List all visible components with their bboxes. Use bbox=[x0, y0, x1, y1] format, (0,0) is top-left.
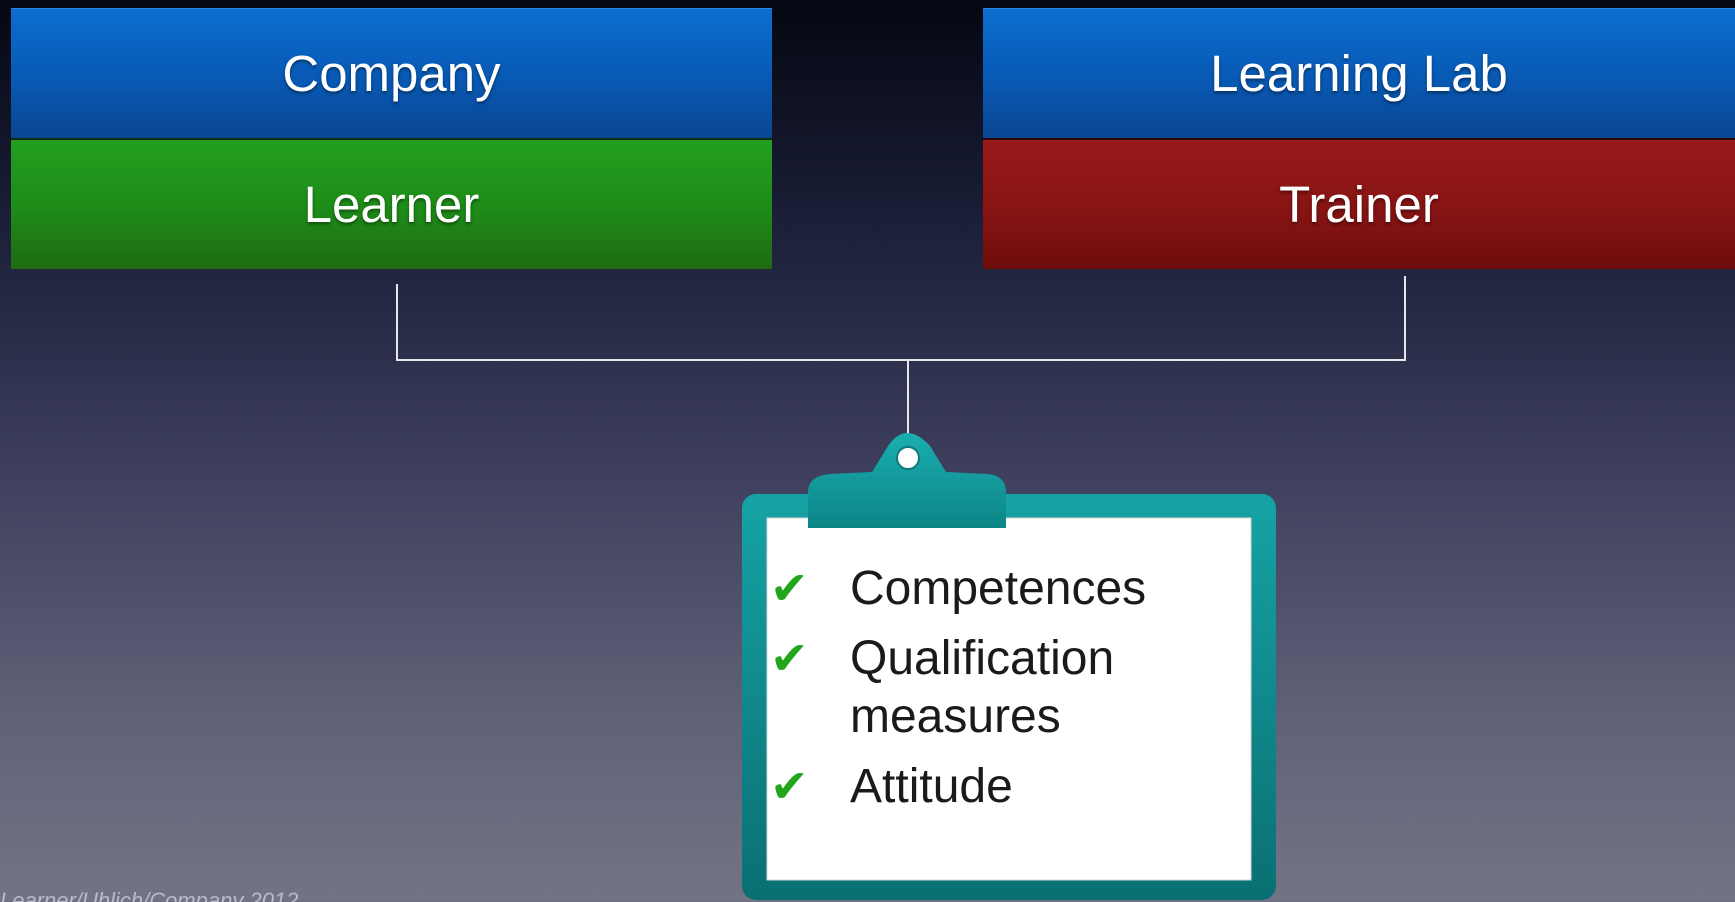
checklist-item-text: Qualification measures bbox=[850, 632, 1115, 743]
clipboard-clip bbox=[808, 433, 1006, 528]
clipboard-checklist: ✔ Competences ✔ Qualification measures ✔… bbox=[770, 560, 1240, 828]
checkmark-icon: ✔ bbox=[770, 631, 809, 685]
clip-hole-icon bbox=[896, 446, 920, 470]
checkmark-icon: ✔ bbox=[770, 759, 809, 813]
checkmark-icon: ✔ bbox=[770, 561, 809, 615]
checklist-item-text: Competences bbox=[850, 562, 1147, 615]
trainer-connector bbox=[908, 276, 1406, 361]
learner-box: Learner bbox=[11, 138, 772, 269]
checklist-item: ✔ Attitude bbox=[770, 758, 1240, 816]
trainer-label: Trainer bbox=[1279, 176, 1439, 233]
clipboard-paper bbox=[766, 517, 1252, 881]
footer-credit: Learner/Uhlich/Company 2012 bbox=[0, 888, 299, 902]
learner-label: Learner bbox=[303, 176, 480, 233]
learning-lab-label: Learning Lab bbox=[1210, 45, 1508, 102]
learner-connector bbox=[396, 284, 908, 361]
company-label: Company bbox=[282, 45, 501, 102]
company-box: Company bbox=[11, 8, 772, 138]
checklist-item: ✔ Competences bbox=[770, 560, 1240, 618]
checklist-item-text: Attitude bbox=[850, 760, 1013, 813]
checklist-item: ✔ Qualification measures bbox=[770, 630, 1240, 746]
learning-lab-box: Learning Lab bbox=[983, 8, 1735, 138]
trainer-box: Trainer bbox=[983, 138, 1735, 269]
